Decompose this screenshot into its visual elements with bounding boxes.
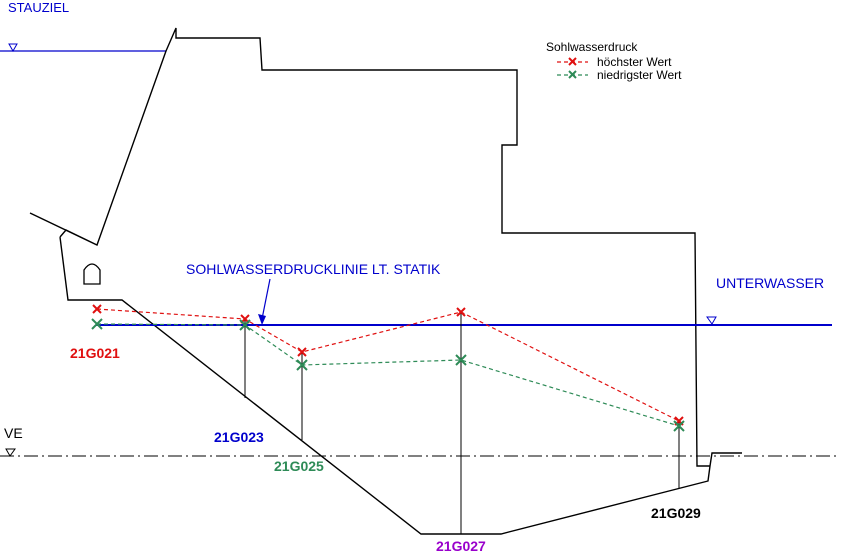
max-marker-21G025	[297, 347, 307, 357]
legend-title: Sohlwasserdruck	[546, 40, 638, 54]
gauge-label-21G027: 21G027	[436, 538, 486, 553]
inspection-gallery	[83, 263, 101, 285]
gauge-label-21G025: 21G025	[274, 458, 324, 474]
stauziel-water-symbol	[8, 43, 18, 53]
gauge-label-21G029: 21G029	[651, 505, 701, 521]
statik-arrow-head	[258, 314, 266, 325]
legend-max-marker	[568, 57, 577, 66]
gauge-label-21G021: 21G021	[70, 345, 120, 361]
min-marker-21G025	[296, 359, 308, 371]
unterwasser-water-symbol	[706, 316, 717, 325]
statik-arrow-line	[261, 278, 271, 320]
ve-label: VE	[4, 425, 23, 441]
max-marker-21G021	[92, 304, 102, 314]
legend: Sohlwasserdruck höchster Wert niedrigste…	[546, 40, 682, 82]
max-marker-21G027	[456, 307, 466, 317]
unterwasser-label: UNTERWASSER	[716, 275, 824, 291]
min-marker-21G029	[673, 420, 685, 432]
min-marker-21G021	[91, 318, 103, 330]
dam-outline	[29, 27, 742, 535]
gauge-label-21G023: 21G023	[214, 429, 264, 445]
statik-label: SOHLWASSERDRUCKLINIE LT. STATIK	[186, 261, 441, 277]
min-pressure-line	[96, 323, 680, 427]
ve-datum-symbol	[5, 448, 16, 457]
max-pressure-line	[96, 308, 680, 422]
min-marker-21G027	[455, 354, 467, 366]
min-marker-21G023	[239, 319, 251, 331]
legend-max-label: höchster Wert	[597, 55, 672, 69]
min-pressure-markers	[91, 318, 685, 432]
legend-min-marker	[568, 70, 577, 79]
max-pressure-markers	[92, 304, 684, 426]
stauziel-label: STAUZIEL	[8, 0, 69, 15]
legend-min-label: niedrigster Wert	[597, 68, 682, 82]
